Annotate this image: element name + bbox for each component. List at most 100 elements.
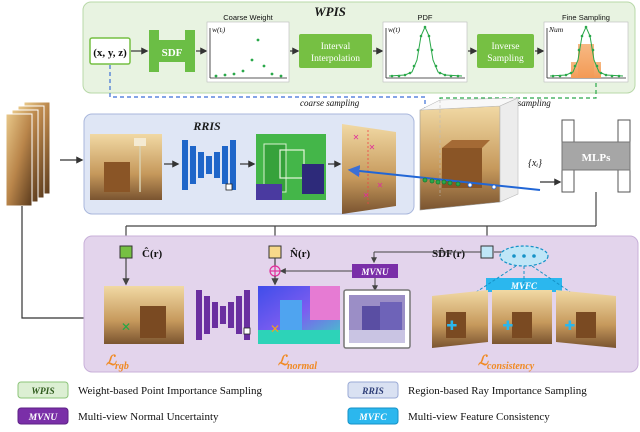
feature-dot — [512, 254, 516, 258]
fine-point — [577, 48, 581, 52]
legend-tag: WPIS — [31, 387, 54, 397]
encoder-layer — [206, 156, 212, 174]
encoder-layer — [196, 290, 202, 340]
rris-encoder-decoder — [182, 140, 236, 190]
encoder-layer — [236, 296, 242, 334]
uncertainty-map-image — [343, 289, 411, 349]
ray-point — [491, 184, 497, 190]
encoder-layer — [182, 140, 188, 190]
xyz-input-box: (x, y, z) — [89, 37, 131, 65]
encoder-layer — [220, 306, 226, 324]
fine-point — [580, 34, 584, 38]
pdf-point — [430, 48, 434, 52]
legend-swatch — [347, 407, 399, 425]
mlp-input-label: {xᵢ} — [528, 158, 542, 169]
coarse-point — [241, 69, 245, 73]
legend-text: Weight-based Point Importance Sampling — [78, 385, 262, 397]
legend-item-mvfc: MVFC Multi-view Feature Consistency — [347, 407, 550, 425]
legend-tag: MVNU — [28, 413, 59, 423]
svg-text:ℒ: ℒ — [478, 354, 489, 369]
rris-segmentation-image — [256, 134, 326, 200]
coarse-point — [279, 74, 283, 78]
encoder-layer — [212, 302, 218, 328]
fine-sampling-label: fine sampling — [502, 98, 551, 108]
sample-mark-icon: ✕ — [369, 143, 376, 152]
ray-point — [467, 182, 473, 188]
c-hat-label: Ĉ(r) — [142, 247, 162, 260]
legend-swatch — [347, 381, 399, 399]
encoder-layer — [198, 152, 204, 178]
fine-point — [595, 64, 599, 68]
rgb-mark-icon: ✕ — [121, 320, 131, 334]
coarse-point — [270, 72, 274, 76]
inverse-label-2: Sampling — [487, 54, 524, 64]
pdf-plot: PDF w(t) — [382, 13, 468, 83]
fine-point — [584, 25, 588, 29]
coarse-sampling-label: coarse sampling — [300, 98, 360, 108]
fine-ylabel: Num — [548, 25, 564, 34]
pdf-point — [438, 71, 442, 75]
interval-label-2: Interpolation — [311, 54, 360, 64]
mvnu-tag: MVNU — [279, 264, 398, 292]
fine-points — [551, 25, 621, 78]
c-hat-square — [119, 245, 133, 259]
interval-label-1: Interval — [321, 42, 351, 52]
ray-sample-points — [422, 177, 497, 190]
coarse-weight-plot: Coarse Weight w(tᵢ) — [206, 13, 290, 83]
consistency-mark-icon: ✚ — [447, 319, 458, 334]
ray-point — [422, 177, 428, 183]
ray-point — [447, 180, 453, 186]
normal-mark-icon: ✕ — [270, 322, 280, 336]
consistency-mark-icon: ✚ — [565, 319, 576, 334]
fine-point — [617, 74, 621, 78]
fine-point — [558, 74, 562, 78]
pdf-point — [419, 34, 423, 38]
lock-icon — [225, 183, 233, 191]
pdf-points — [390, 25, 460, 78]
encoder-layer — [230, 140, 236, 190]
mvfc-tag: MVFC — [486, 278, 562, 292]
combine-icon — [269, 265, 281, 277]
feature-dot — [522, 254, 526, 258]
fine-sampling-plot: Fine Sampling Num — [543, 13, 629, 83]
consistency-views: ✚✚✚ — [432, 290, 616, 348]
fine-point — [610, 74, 614, 78]
legend-text: Multi-view Feature Consistency — [408, 411, 550, 423]
pdf-point — [449, 74, 453, 78]
mlp-block: MLPs — [561, 119, 631, 193]
loss-rgb: ℒ rgb — [106, 354, 129, 372]
fine-point — [573, 64, 577, 68]
coarse-point — [256, 38, 260, 42]
fine-point — [591, 48, 595, 52]
pdf-point — [408, 71, 412, 75]
coarse-point — [232, 72, 236, 76]
sample-mark-icon: ✕ — [353, 133, 360, 142]
encoder-layer — [222, 146, 228, 184]
coarse-point — [214, 74, 218, 78]
pdf-point — [427, 34, 431, 38]
legend-swatch — [17, 407, 69, 425]
mvfc-feature-ellipse — [499, 245, 549, 267]
svg-text:ℒ: ℒ — [106, 354, 117, 369]
pdf-point — [456, 74, 460, 78]
fine-bar-high — [578, 44, 594, 78]
legend: WPIS Weight-based Point Importance Sampli… — [17, 381, 587, 425]
svg-text:ℒ: ℒ — [278, 354, 289, 369]
rris-title: RRIS — [192, 119, 221, 133]
sdf-network: SDF — [149, 30, 195, 72]
sdf-hat-square — [480, 245, 494, 259]
sdf-hat-label: SD̂F(r) — [432, 247, 465, 260]
legend-tag: MVFC — [358, 413, 387, 423]
encoder-layer — [214, 152, 220, 178]
coarse-point — [262, 64, 266, 68]
encoder-layer — [228, 302, 234, 328]
normal-map-image: ✕ — [258, 286, 340, 344]
input-to-rgb-arrow — [21, 206, 104, 322]
coarse-weight-title: Coarse Weight — [223, 13, 273, 22]
svg-text:normal: normal — [287, 361, 317, 372]
interval-interpolation-block: Interval Interpolation — [299, 34, 372, 68]
loss-normal: ℒ normal — [278, 354, 317, 372]
rris-input-image — [90, 134, 162, 200]
loss-consistency: ℒ consistency — [478, 354, 535, 372]
